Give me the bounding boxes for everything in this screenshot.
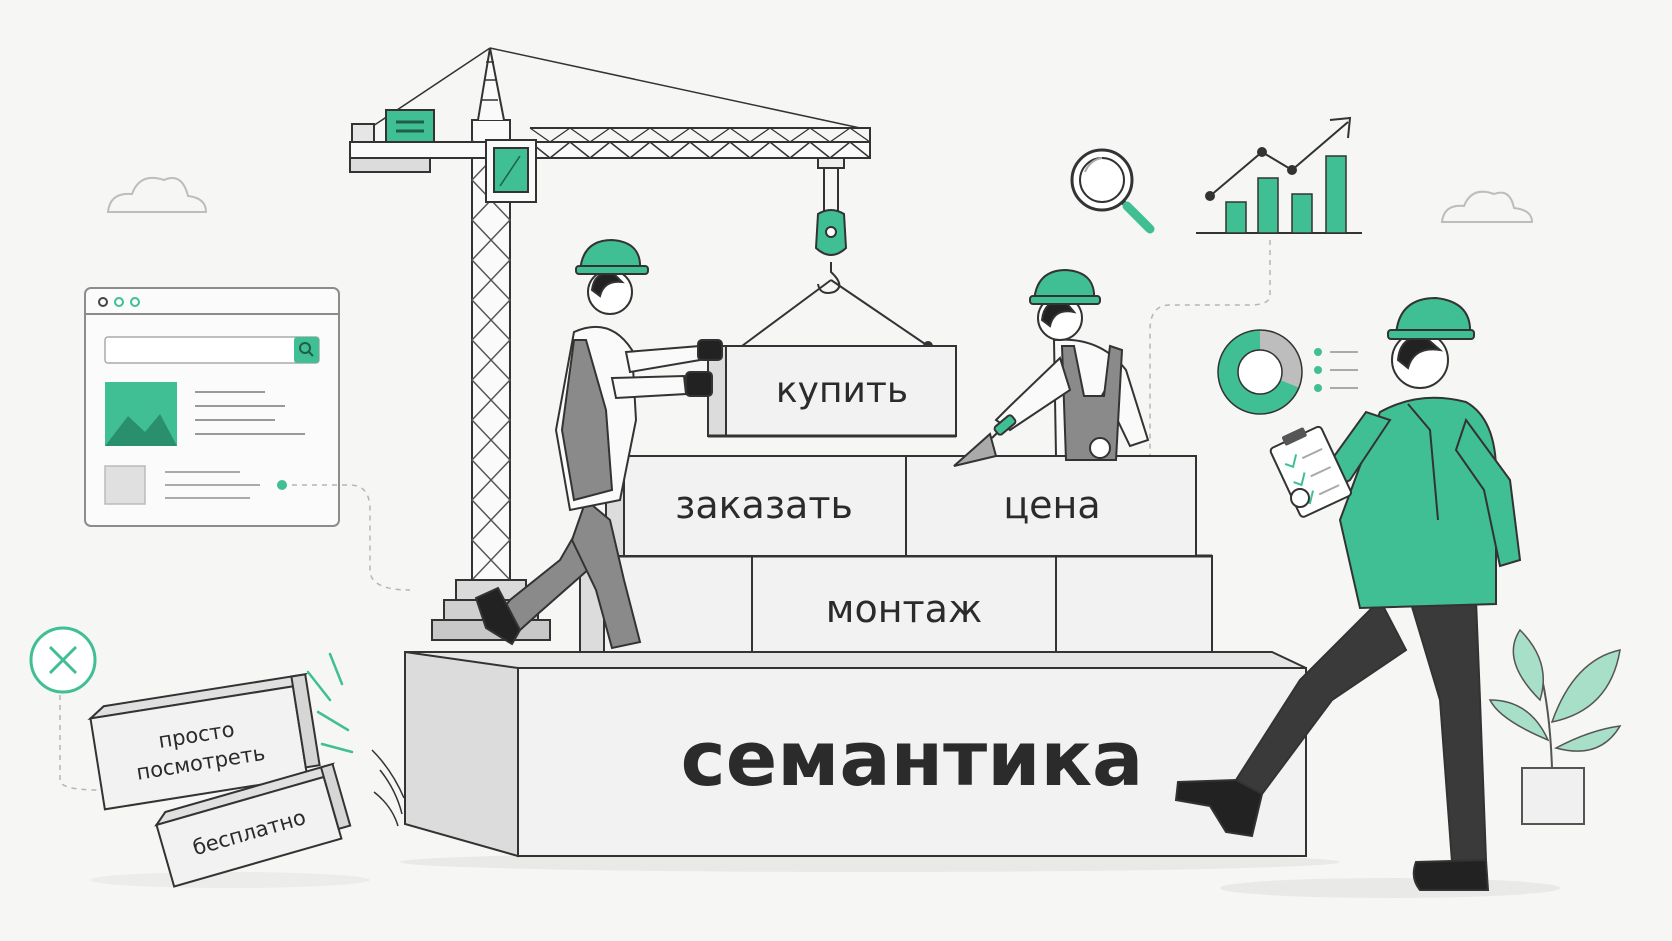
ground-shadow [90, 872, 370, 888]
foundation-block [404, 651, 1307, 858]
hook-icon [741, 157, 933, 351]
rejected-block-2: бесплатно [154, 762, 352, 888]
supervisor-hand [1290, 488, 1310, 508]
worker-left [474, 269, 723, 650]
worker-middle [994, 295, 1150, 461]
browser-window-icon [84, 287, 340, 527]
trowel-icon [953, 414, 1017, 467]
cloud-icon [106, 176, 208, 213]
block-row-2 [605, 455, 1197, 557]
ground-shadow [1220, 878, 1560, 898]
search-icon [299, 342, 314, 357]
bar-chart-icon [1196, 155, 1362, 234]
magnifier-icon [1070, 148, 1155, 234]
clipboard-icon [1269, 425, 1352, 518]
reject-x-icon [29, 626, 97, 694]
crane-icon [349, 47, 871, 641]
falling-motion [371, 749, 405, 827]
motion-lines [306, 652, 354, 754]
donut-chart-icon [1217, 329, 1358, 415]
block-cena-label: цена [1003, 483, 1100, 527]
block-montazh-label: монтаж [826, 587, 982, 631]
foundation-label: семантика [681, 714, 1144, 803]
cloud-icon [1440, 190, 1534, 223]
worker-right [1174, 331, 1522, 891]
hard-hat-icon [575, 238, 649, 275]
search-input [104, 336, 320, 364]
block-kupit-label: купить [776, 370, 908, 411]
trend-arrow-icon [1205, 116, 1352, 201]
block-zakazat-label: заказать [675, 483, 853, 527]
hard-hat-icon [1387, 296, 1475, 340]
hard-hat-icon [1029, 268, 1101, 305]
plant-icon [1488, 628, 1622, 825]
search-button [294, 337, 319, 363]
connector-dashed [59, 240, 1271, 791]
rejected-block-1: просто посмотреть [87, 672, 321, 811]
